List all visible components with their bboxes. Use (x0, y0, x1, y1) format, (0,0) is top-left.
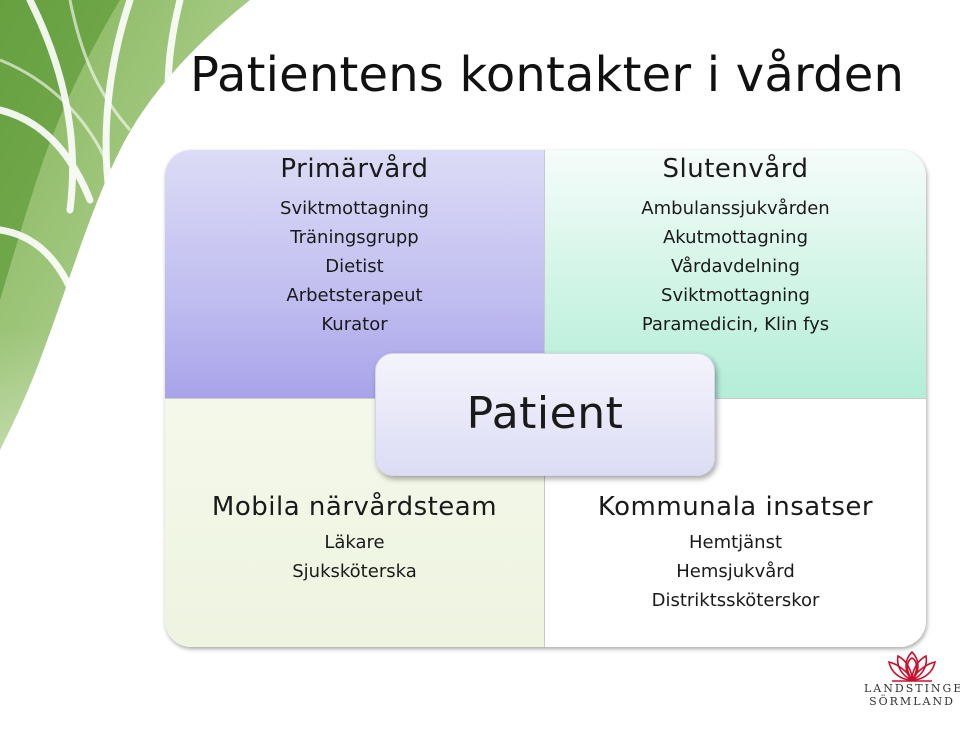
page-title: Patientens kontakter i vården (190, 47, 905, 103)
list-item: Hemsjukvård (676, 561, 795, 582)
quadrant-title: Mobila närvårdsteam (211, 492, 498, 522)
quadrant-title: Slutenvård (662, 154, 809, 184)
list-item: Träningsgrupp (290, 227, 419, 248)
patient-label: Patient (466, 388, 624, 439)
list-item: Dietist (325, 256, 384, 277)
logo-text-line-2: SÖRMLAND (869, 695, 955, 708)
list-item: Kurator (321, 314, 388, 335)
quadrant-item-list: Ambulanssjukvården Akutmottagning Vårdav… (545, 194, 926, 339)
list-item: Sjuksköterska (292, 561, 417, 582)
list-item: Ambulanssjukvården (641, 198, 830, 219)
logo-text-line-1: LANDSTINGET (864, 682, 960, 695)
lotus-icon (887, 650, 937, 682)
list-item: Paramedicin, Klin fys (641, 314, 830, 335)
list-item: Hemtjänst (688, 532, 783, 553)
list-item: Sviktmottagning (280, 198, 429, 219)
quadrant-title: Primärvård (280, 154, 429, 184)
quadrant-item-list: Hemtjänst Hemsjukvård Distriktsskötersko… (545, 528, 926, 615)
patient-center-box: Patient (375, 353, 715, 476)
quadrant-mobila-narvardsteam: Mobila närvårdsteam Läkare Sjuksköterska (165, 399, 545, 647)
list-item: Distriktssköterskor (651, 590, 820, 611)
quadrant-title: Kommunala insatser (597, 492, 874, 522)
list-item: Läkare (324, 532, 385, 553)
list-item: Sviktmottagning (661, 285, 810, 306)
list-item: Arbetsterapeut (286, 285, 423, 306)
list-item: Vårdavdelning (671, 256, 800, 277)
list-item: Akutmottagning (662, 227, 808, 248)
quadrant-kommunala-insatser: Kommunala insatser Hemtjänst Hemsjukvård… (545, 399, 926, 647)
landstinget-sormland-logo: LANDSTINGET SÖRMLAND (864, 650, 960, 716)
quadrant-item-list: Läkare Sjuksköterska (165, 528, 544, 586)
quadrant-item-list: Sviktmottagning Träningsgrupp Dietist Ar… (165, 194, 544, 339)
